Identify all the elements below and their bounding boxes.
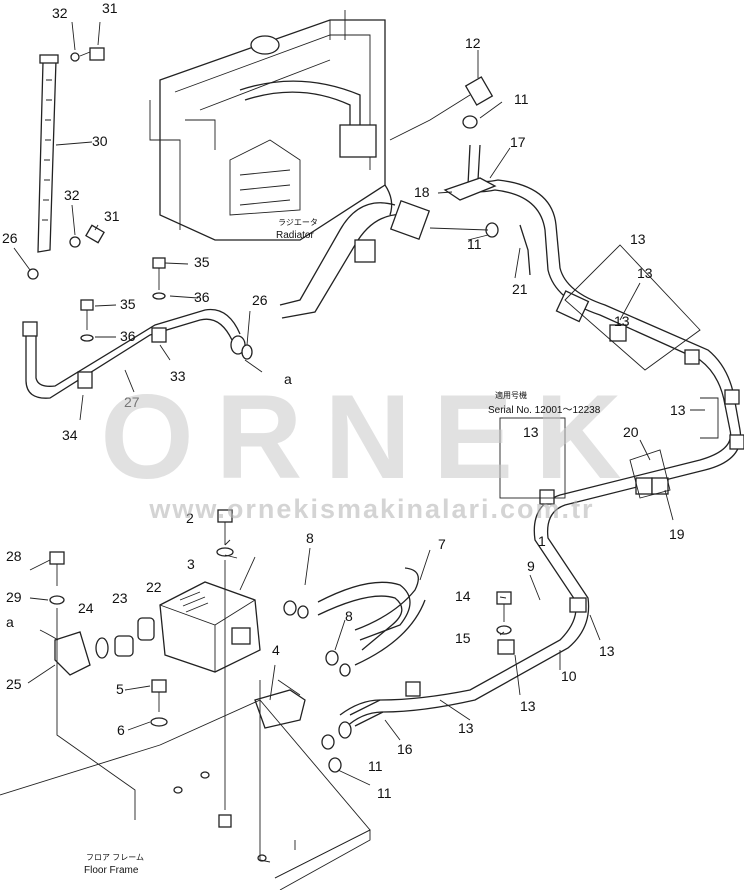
floor-frame-label-jp: フロア フレーム	[86, 853, 144, 862]
part-number-callout: 7	[438, 536, 446, 552]
part-number-callout: 36	[194, 289, 210, 305]
part-number-callout: 11	[467, 236, 482, 252]
part-number-callout: 34	[62, 427, 78, 443]
bracket-30	[37, 54, 59, 253]
leader-lines	[13, 21, 705, 786]
part-number-callout: 32	[52, 5, 68, 21]
part-number-callout: 30	[92, 133, 108, 149]
watermark: ORNEK www.ornekismakinalari.com.tr	[100, 370, 643, 524]
clamp-20-box	[629, 449, 671, 499]
part-number-callout: 13	[458, 720, 474, 736]
hose-27	[22, 308, 246, 399]
part-number-callout: 33	[170, 368, 186, 384]
part-number-callout: 17	[510, 134, 526, 150]
part-number-callout: 11	[377, 785, 392, 801]
part-number-callout: 9	[527, 558, 535, 574]
watermark-url: www.ornekismakinalari.com.tr	[148, 494, 594, 524]
serial-label-en: Serial No. 12001～12238	[488, 405, 601, 416]
part-number-callout: 28	[6, 548, 22, 564]
bracket-4	[254, 679, 306, 729]
part-number-callout: 29	[6, 589, 22, 605]
part-number-callout: 14	[455, 588, 471, 604]
part-number-callout: 13	[599, 643, 615, 659]
part-number-callout: 8	[345, 608, 353, 624]
part-number-callout: 31	[104, 208, 120, 224]
part-number-callout: 13	[614, 313, 630, 329]
radiator-outlet-pipe	[279, 199, 431, 319]
bolt-35-upper	[152, 257, 166, 300]
bolt-28	[49, 551, 136, 820]
radiator-label-en: Radiator	[276, 230, 314, 241]
part-number-callout: 13	[670, 402, 686, 418]
fittings-11-bottom	[321, 734, 342, 773]
part-number-callout: 19	[669, 526, 685, 542]
clamp-26-right	[241, 344, 253, 360]
part-number-callout: 6	[117, 722, 125, 738]
part-number-callout: 13	[520, 698, 536, 714]
part-number-callout: 11	[368, 758, 383, 774]
floor-frame-label-en: Floor Frame	[84, 865, 139, 876]
part-number-callout: 1	[538, 533, 546, 549]
part-callouts: 1234567889101111111112131313131313131314…	[2, 0, 686, 801]
bolt-5	[150, 679, 168, 727]
clamp-26-left	[27, 268, 39, 280]
part-number-callout: 4	[272, 642, 280, 658]
bolt-31-top	[70, 47, 105, 62]
floor-frame	[0, 680, 371, 890]
part-number-callout: 3	[187, 556, 195, 572]
serial-callout-box	[499, 417, 566, 499]
part-number-callout: 32	[64, 187, 80, 203]
part-number-callout: 22	[146, 579, 162, 595]
hose-16	[338, 699, 384, 739]
part-number-callout: 16	[397, 741, 413, 757]
hose-7	[283, 567, 426, 677]
part-number-callout: a	[284, 371, 292, 387]
right-hose-run	[349, 144, 742, 727]
part-number-callout: a	[6, 614, 14, 630]
watermark-brand: ORNEK	[100, 370, 643, 504]
clamp-13-leader-box	[564, 244, 701, 371]
bolt-14	[496, 591, 512, 635]
clamp-13-leader-right	[700, 397, 719, 439]
part-number-callout: 31	[102, 0, 118, 16]
part-number-callout: 13	[523, 424, 539, 440]
fittings-left	[39, 617, 155, 676]
part-number-callout: 21	[512, 281, 528, 297]
part-number-callout: 11	[514, 91, 529, 107]
part-number-callout: 26	[252, 292, 268, 308]
part-number-callout: 10	[561, 668, 577, 684]
part-number-callout: 5	[116, 681, 124, 697]
part-number-callout: 26	[2, 230, 18, 246]
radiator-drawing	[149, 10, 393, 241]
serial-label-jp: 適用号機	[495, 390, 527, 400]
radiator-label-jp: ラジエータ	[278, 218, 318, 227]
bolt-35-lower	[80, 299, 94, 342]
part-number-callout: 12	[465, 35, 481, 51]
fittings-top-right	[389, 76, 499, 238]
part-number-callout: 23	[112, 590, 128, 606]
part-number-callout: 8	[306, 530, 314, 546]
part-number-callout: 36	[120, 328, 136, 344]
block-part-1	[159, 581, 261, 673]
part-number-callout: 13	[637, 265, 653, 281]
part-number-callout: 35	[120, 296, 136, 312]
part-number-callout: 18	[414, 184, 430, 200]
part-number-callout: 25	[6, 676, 22, 692]
bolt-31-mid	[69, 224, 105, 248]
part-number-callout: 2	[186, 510, 194, 526]
bolt-2	[216, 509, 234, 828]
part-number-callout: 27	[124, 394, 140, 410]
part-number-callout: 13	[630, 231, 646, 247]
part-number-callout: 35	[194, 254, 210, 270]
part-number-callout: 24	[78, 600, 94, 616]
part-number-callout: 15	[455, 630, 471, 646]
part-number-callout: 20	[623, 424, 639, 440]
